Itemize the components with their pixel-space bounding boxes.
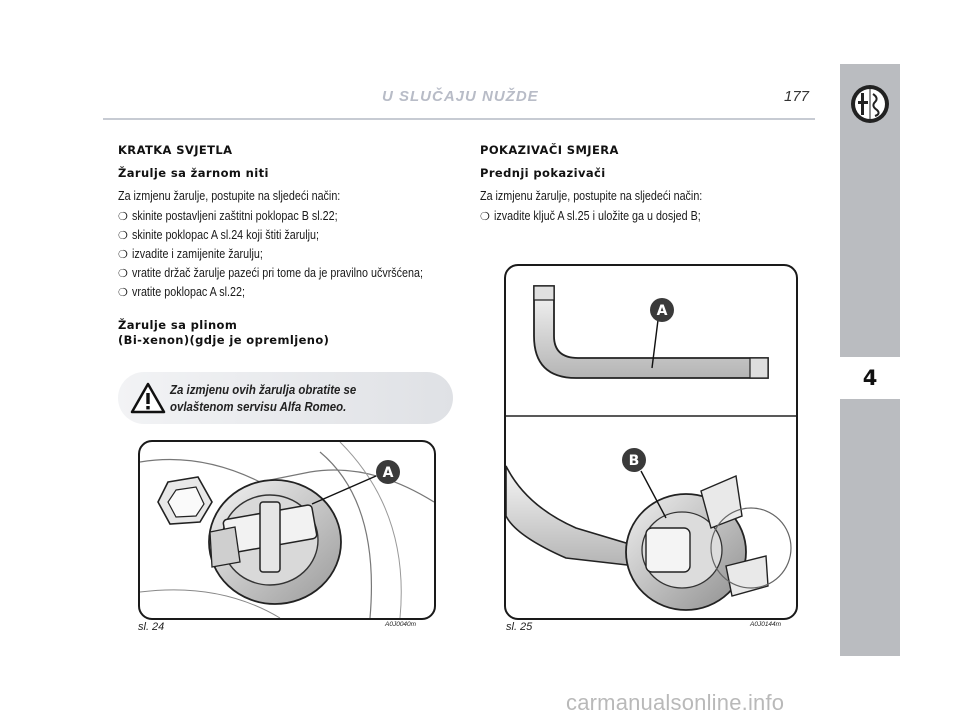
callout-b-label: B xyxy=(629,453,640,469)
list-item: ❍ vratite poklopac A sl.22; xyxy=(118,285,458,299)
watermark: carmanualsonline.info xyxy=(566,690,785,715)
alfa-romeo-logo-icon xyxy=(851,85,889,123)
warning-box: Za izmjenu ovih žarulja obratite se ovla… xyxy=(118,372,453,424)
callout-b-marker xyxy=(622,448,646,472)
warning-text: Za izmjenu ovih žarulja obratite se ovla… xyxy=(170,382,357,414)
callout-a-label: A xyxy=(383,465,394,481)
bullet-icon: ❍ xyxy=(118,230,128,242)
figure-caption: sl. 25 xyxy=(506,621,533,633)
figure-code: A0J0040m xyxy=(385,621,417,628)
section-title: U SLUČAJU NUŽDE xyxy=(382,88,539,105)
bullet-icon: ❍ xyxy=(118,249,128,261)
page-number: 177 xyxy=(784,88,810,105)
figure-code: A0J0144m xyxy=(750,621,782,628)
list-item-text: izvadite ključ A sl.25 i uložite ga u do… xyxy=(494,209,701,223)
subsection-heading: Žarulje sa žarnom niti xyxy=(118,166,269,180)
list-item-text: skinite postavljeni zaštitni poklopac B … xyxy=(132,209,338,223)
list-item: ❍ izvadite i zamijenite žarulju; xyxy=(118,247,458,261)
section-heading: KRATKA SVJETLA xyxy=(118,143,233,157)
callout-a-label: A xyxy=(657,303,668,319)
list-item-text: vratite držač žarulje pazeći pri tome da… xyxy=(132,266,423,280)
section-heading: POKAZIVAČI SMJERA xyxy=(480,143,619,157)
bullet-icon: ❍ xyxy=(118,268,128,280)
subsection-heading: Prednji pokazivači xyxy=(480,166,606,180)
list-item-text: vratite poklopac A sl.22; xyxy=(132,285,245,299)
list-item: ❍ skinite postavljeni zaštitni poklopac … xyxy=(118,209,458,223)
figure-headlamp-bulb-cover: A xyxy=(138,440,436,620)
chapter-tab[interactable]: 4 xyxy=(840,357,900,399)
figure-caption: sl. 24 xyxy=(138,621,165,633)
callout-a-marker xyxy=(650,298,674,322)
bullet-icon: ❍ xyxy=(118,211,128,223)
list-item: ❍ izvadite ključ A sl.25 i uložite ga u … xyxy=(480,209,820,223)
list-item-text: skinite poklopac A sl.24 koji štiti žaru… xyxy=(132,228,320,242)
warning-triangle-icon xyxy=(130,382,166,414)
headlamp-illustration: A xyxy=(140,442,434,618)
figure-key-and-socket: A B xyxy=(504,264,798,620)
right-column: POKAZIVAČI SMJERA Prednji pokazivači Za … xyxy=(480,143,820,228)
header-divider xyxy=(103,118,815,120)
callout-a-marker xyxy=(376,460,400,484)
subsection-heading: (Bi-xenon)(gdje je opremljeno) xyxy=(118,333,330,347)
left-column: KRATKA SVJETLA Žarulje sa žarnom niti Za… xyxy=(118,143,458,356)
list-item: ❍ vratite držač žarulje pazeći pri tome … xyxy=(118,266,458,280)
key-socket-illustration: A B xyxy=(506,285,796,611)
list-item: ❍ skinite poklopac A sl.24 koji štiti ža… xyxy=(118,228,458,242)
bullet-icon: ❍ xyxy=(118,287,128,299)
intro-text: Za izmjenu žarulje, postupite na sljedeć… xyxy=(480,189,703,203)
subsection-heading: Žarulje sa plinom xyxy=(118,318,238,332)
intro-text: Za izmjenu žarulje, postupite na sljedeć… xyxy=(118,189,341,203)
list-item-text: izvadite i zamijenite žarulju; xyxy=(132,247,263,261)
bullet-icon: ❍ xyxy=(480,211,490,223)
